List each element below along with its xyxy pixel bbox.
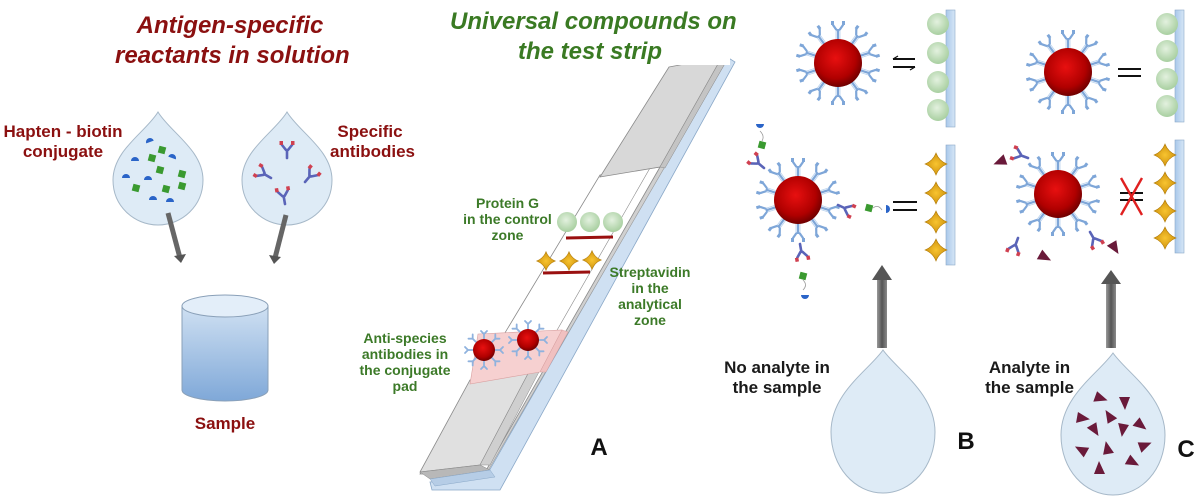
panel-c-control-np: [1026, 30, 1110, 114]
panel-b-control-np: [794, 19, 882, 107]
control-zone: [557, 212, 623, 240]
panel-b-sample-drop: [830, 349, 936, 494]
analytical-zone-label-line3: analytical: [618, 296, 682, 313]
panel-b-protein-g-wall: [927, 9, 956, 128]
conjugate-pad-label-line3: the conjugate: [359, 362, 451, 379]
sample-label: Sample: [194, 414, 256, 433]
conjugate-pad-label-line4: pad: [392, 378, 418, 395]
arrow-to-sample-left: [165, 212, 186, 263]
conjugate-pad-label-line2: antibodies in: [361, 346, 449, 363]
control-zone-label-line1: Protein G: [475, 195, 539, 211]
panel-b-equilibrium-top: [892, 55, 916, 71]
panel-c-analytical-np: [1016, 152, 1100, 236]
conjugate-pad-label: Anti-species antibodies in the conjugate…: [350, 330, 460, 394]
no-analyte-label-line2: the sample: [732, 377, 822, 397]
panel-c-up-arrow: [1101, 270, 1121, 348]
strip-title-line1: Universal compounds on: [450, 8, 737, 35]
analytical-zone-label-line4: zone: [634, 312, 666, 329]
control-zone-label: Protein G in the control zone: [460, 195, 555, 243]
panel-letter-a: A: [590, 434, 608, 461]
analytical-zone-label-line2: in the: [631, 280, 669, 297]
hapten-biotin-label: Hapten - biotin conjugate: [2, 122, 124, 161]
conjugate-nanoparticles: [464, 320, 548, 370]
specific-antibodies-label: Specific antibodies: [330, 122, 416, 161]
no-analyte-label: No analyte in the sample: [722, 358, 832, 397]
specific-antibodies-label-line2: antibodies: [330, 141, 416, 161]
arrow-to-sample-right: [269, 214, 289, 264]
analytical-zone-label: Streptavidin in the analytical zone: [605, 264, 695, 328]
hapten-biotin-label-line2: conjugate: [22, 141, 104, 161]
strip-title-line2: the test strip: [517, 37, 663, 65]
specific-antibodies-label-line1: Specific: [337, 122, 403, 141]
panel-c-protein-g-wall: [1156, 9, 1185, 123]
panel-c-sample-drop: [1060, 352, 1166, 496]
sample-container: [181, 294, 269, 402]
hapten-biotin-drop: [112, 111, 204, 226]
control-zone-label-line2: in the control: [463, 211, 552, 228]
panel-b-bound-complexes: [744, 124, 890, 299]
panel-b-equilibrium-bottom: [893, 201, 917, 211]
panel-b-analytical-np: [756, 158, 840, 242]
specific-antibodies-drop: [241, 111, 333, 226]
left-section-title: Antigen-specific reactants in solution: [115, 12, 350, 69]
conjugate-pad-label-line1: Anti-species: [363, 330, 447, 346]
control-zone-label-line3: zone: [491, 227, 524, 244]
analyte-label-line2: the sample: [985, 377, 1074, 397]
left-title-line1: Antigen-specific: [136, 12, 324, 39]
panel-c-blocked-equilibrium: [1119, 177, 1144, 216]
panel-letter-c: C: [1177, 436, 1195, 463]
panel-b-up-arrow: [872, 265, 892, 348]
analyte-label: Analyte in the sample: [982, 358, 1077, 397]
test-strip: [419, 56, 736, 491]
analyte-label-line1: Analyte in: [988, 358, 1071, 377]
no-analyte-label-line1: No analyte in: [724, 358, 830, 377]
panel-c-streptavidin-wall: [1153, 139, 1185, 254]
panel-c-equilibrium-top: [1118, 68, 1141, 77]
hapten-biotin-label-line1: Hapten - biotin: [3, 122, 123, 141]
panel-b-streptavidin-wall: [924, 144, 956, 266]
panel-letter-b: B: [957, 428, 975, 455]
left-title-line2: reactants in solution: [115, 41, 350, 69]
analytical-zone: [536, 250, 602, 275]
strip-section-title: Universal compounds on the test strip: [450, 8, 737, 66]
analytical-zone-label-line1: Streptavidin: [609, 264, 691, 280]
